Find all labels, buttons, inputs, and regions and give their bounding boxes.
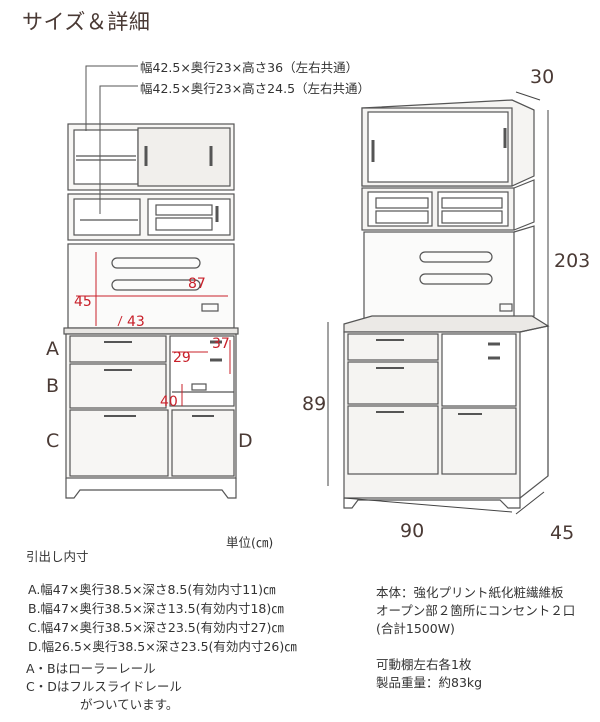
open-width-label: 87: [188, 276, 206, 292]
front-dimension-arrows: [76, 252, 231, 406]
page-title: サイズ＆詳細: [22, 10, 151, 34]
drawer-spec-b: B.幅47×奥行38.5×深さ13.5(有効内寸18)㎝: [28, 601, 284, 616]
drawer-letter-a: A: [46, 338, 59, 360]
drawer-spec-a: A.幅47×奥行38.5×深さ8.5(有効内寸11)㎝: [28, 582, 276, 597]
side-view-cabinet: [343, 99, 550, 509]
width-label: 90: [400, 520, 425, 542]
base-depth-label: 45: [550, 522, 575, 544]
rail-notes: A・Bはローラーレール C・Dはフルスライドレール がついています。: [26, 660, 182, 714]
outlet-note: オープン部２箇所にコンセント２口: [376, 603, 576, 618]
side-dimension-arrows: [327, 91, 549, 515]
right-open-width-label: 29: [173, 350, 191, 366]
total-height-label: 203: [554, 250, 591, 272]
right-open-height-label: 37: [212, 336, 230, 352]
right-open-depth-label: 40: [160, 394, 178, 410]
rail-note-ab: A・Bはローラーレール: [26, 661, 156, 676]
drawer-letter-b: B: [46, 375, 60, 397]
counter-height-label: 89: [302, 393, 327, 415]
weight-note: 製品重量：約83kg: [376, 675, 483, 690]
drawer-size-heading: 引出し内寸: [26, 549, 89, 564]
other-notes: 可動棚左右各1枚 製品重量：約83kg: [376, 656, 482, 692]
front-view-cabinet: [63, 123, 239, 499]
drawer-spec-c: C.幅47×奥行38.5×深さ23.5(有効内寸27)㎝: [28, 620, 284, 635]
drawer-spec-list: A.幅47×奥行38.5×深さ8.5(有効内寸11)㎝ B.幅47×奥行38.5…: [28, 580, 297, 656]
shelf-note: 可動棚左右各1枚: [376, 657, 472, 672]
rail-note-cd: C・Dはフルスライドレール: [26, 679, 182, 694]
upper-cabinet-size-label: 幅42.5×奥行23×高さ36（左右共通）: [140, 60, 359, 75]
body-notes: 本体：強化プリント紙化粧繊維板 オープン部２箇所にコンセント２口 (合計1500…: [376, 584, 575, 638]
open-depth-label: 43: [127, 314, 145, 330]
rail-note-attached: がついています。: [80, 697, 179, 712]
drawer-spec-d: D.幅26.5×奥行38.5×深さ23.5(有効内寸26)㎝: [28, 639, 297, 654]
body-material-note: 本体：強化プリント紙化粧繊維板: [376, 585, 564, 600]
drawer-letter-d: D: [238, 430, 253, 452]
drawer-letter-c: C: [46, 430, 60, 452]
open-height-label: 45: [74, 294, 92, 310]
middle-cabinet-size-label: 幅42.5×奥行23×高さ24.5（左右共通）: [140, 81, 371, 96]
top-depth-label: 30: [530, 66, 555, 88]
wattage-note: (合計1500W): [376, 621, 455, 636]
unit-label: 単位(㎝): [226, 535, 274, 550]
